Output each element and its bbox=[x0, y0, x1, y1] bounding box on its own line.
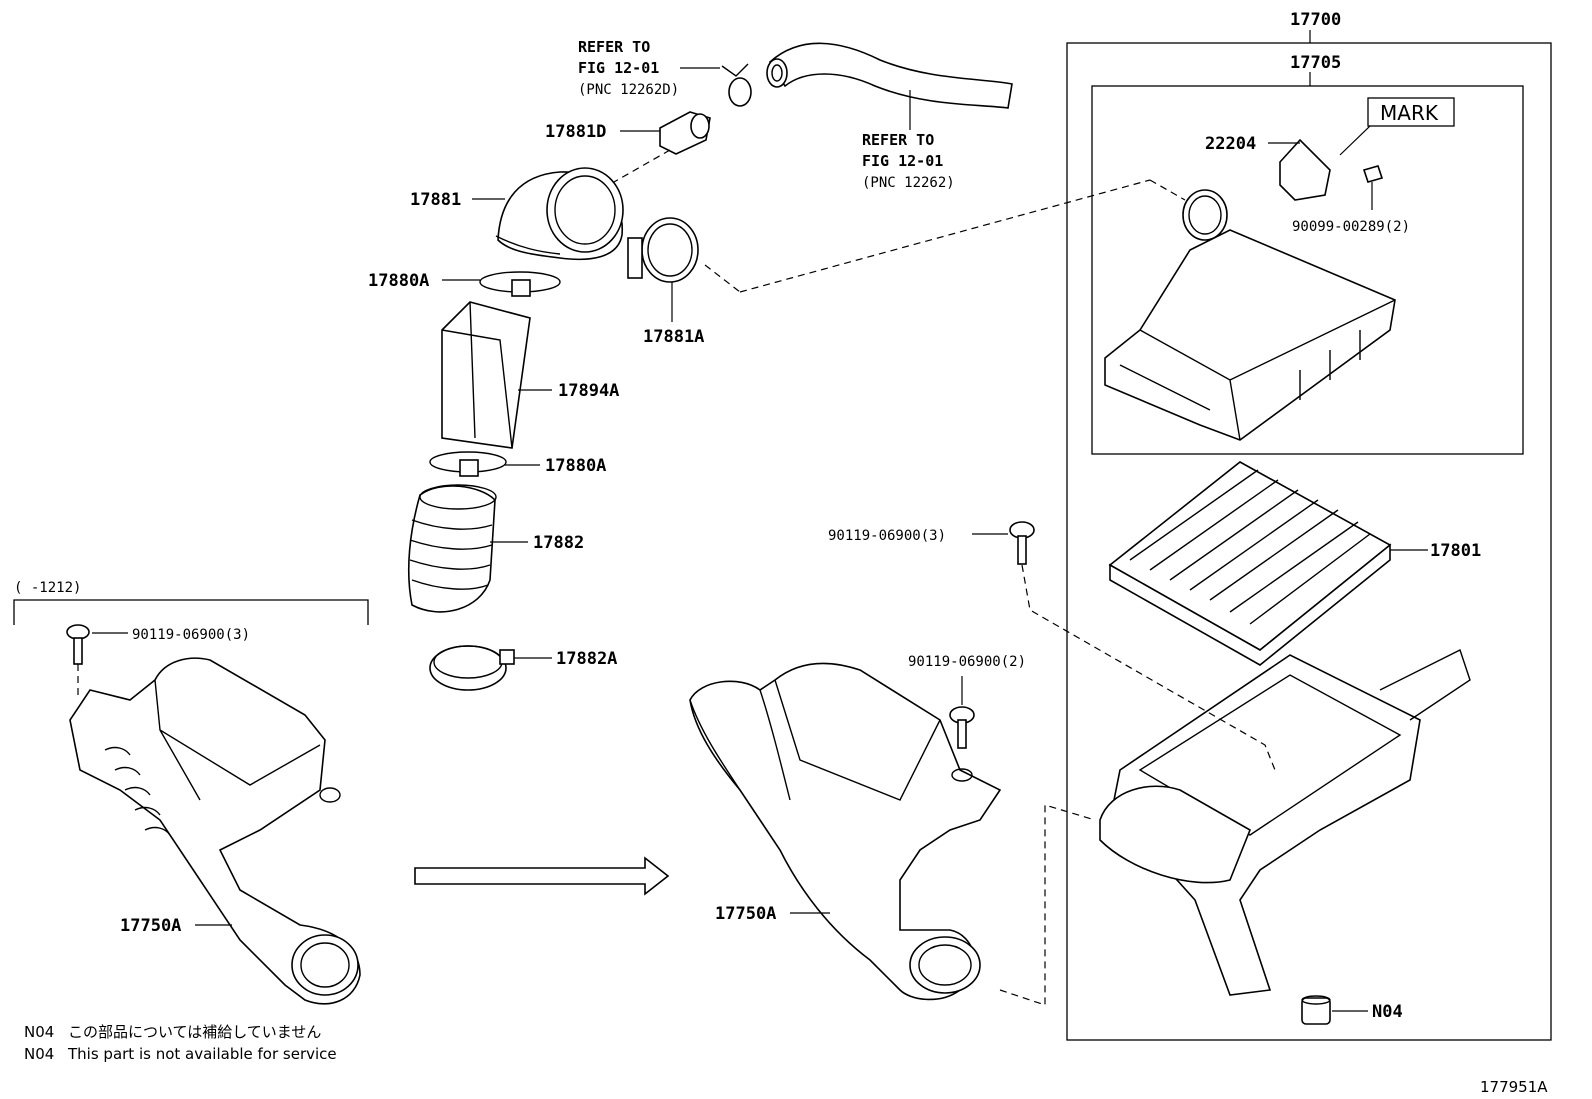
label-22204: 22204 bbox=[1205, 134, 1256, 154]
part-17750A-left: 17750A bbox=[69, 657, 361, 1005]
label-17700: 17700 bbox=[1290, 10, 1341, 30]
label-17882: 17882 bbox=[533, 533, 584, 553]
part-17750A-right: 17750A bbox=[689, 662, 1096, 1006]
part-17882A: 17882A bbox=[429, 645, 617, 691]
part-17880A-upper: 17880A bbox=[368, 271, 561, 297]
label-17882A: 17882A bbox=[556, 649, 617, 669]
note-text-en: This part is not available for service bbox=[67, 1045, 337, 1063]
refer-right-line1: REFER TO bbox=[862, 131, 934, 149]
note-code-jp: N04 bbox=[24, 1023, 54, 1041]
label-17750A-left: 17750A bbox=[120, 916, 181, 936]
refer-right-line3: (PNC 12262) bbox=[862, 175, 955, 191]
part-17881D: 17881D bbox=[545, 111, 711, 191]
note-code-en: N04 bbox=[24, 1045, 54, 1063]
part-air-cleaner-case bbox=[1099, 649, 1471, 996]
part-N04: N04 bbox=[1301, 995, 1403, 1025]
transition-arrow bbox=[414, 856, 670, 896]
label-17801: 17801 bbox=[1430, 541, 1481, 561]
note-text-jp: この部品については補給していません bbox=[68, 1023, 321, 1041]
label-bolt-mid: 90119-06900(3) bbox=[828, 528, 946, 544]
filter-pleats bbox=[1129, 469, 1371, 625]
assembly-frame-17700: 17700 bbox=[1066, 10, 1552, 1041]
label-N04: N04 bbox=[1372, 1002, 1403, 1022]
mark-label: MARK bbox=[1380, 101, 1439, 125]
part-17881A: 17881A bbox=[627, 179, 1186, 347]
refer-top-line2: FIG 12-01 bbox=[578, 59, 659, 77]
label-bolt-right: 90119-06900(2) bbox=[908, 654, 1026, 670]
part-17880A-lower: 17880A bbox=[429, 451, 606, 477]
reference-hose-12262: REFER TO FIG 12-01 (PNC 12262) bbox=[766, 42, 1013, 191]
part-17801: 17801 bbox=[1108, 461, 1481, 666]
label-17881: 17881 bbox=[410, 190, 461, 210]
part-90119-06900-mid: 90119-06900(3) bbox=[828, 521, 1276, 771]
footnotes: N04 この部品については補給していません N04 This part is n… bbox=[24, 1023, 337, 1063]
label-17881D: 17881D bbox=[545, 122, 606, 142]
date-range-label: ( -1212) bbox=[14, 580, 81, 596]
label-17750A-right: 17750A bbox=[715, 904, 776, 924]
label-17705: 17705 bbox=[1290, 53, 1341, 73]
part-90099-00289: 90099-00289(2) bbox=[1292, 165, 1410, 235]
part-17894A: 17894A bbox=[441, 301, 619, 449]
refer-top-line1: REFER TO bbox=[578, 38, 650, 56]
label-bolt-left: 90119-06900(3) bbox=[132, 627, 250, 643]
label-17880A-upper: 17880A bbox=[368, 271, 429, 291]
part-air-cleaner-cap bbox=[1104, 189, 1396, 441]
label-17894A: 17894A bbox=[558, 381, 619, 401]
reference-clip-12262D: REFER TO FIG 12-01 (PNC 12262D) bbox=[578, 38, 752, 107]
refer-right-line2: FIG 12-01 bbox=[862, 152, 943, 170]
refer-top-line3: (PNC 12262D) bbox=[578, 82, 679, 98]
label-90099: 90099-00289(2) bbox=[1292, 219, 1410, 235]
part-90119-06900-right: 90119-06900(2) bbox=[908, 654, 1026, 749]
label-17881A: 17881A bbox=[643, 327, 704, 347]
part-17882: 17882 bbox=[407, 484, 584, 613]
part-22204: 22204 MARK bbox=[1205, 97, 1455, 201]
part-17881: 17881 bbox=[410, 167, 624, 261]
assembly-frame-17705: 17705 bbox=[1091, 53, 1524, 455]
label-17880A-lower: 17880A bbox=[545, 456, 606, 476]
left-assembly-group: ( -1212) 90119-06900(3) bbox=[13, 580, 369, 700]
figure-id: 177951A bbox=[1480, 1078, 1548, 1096]
